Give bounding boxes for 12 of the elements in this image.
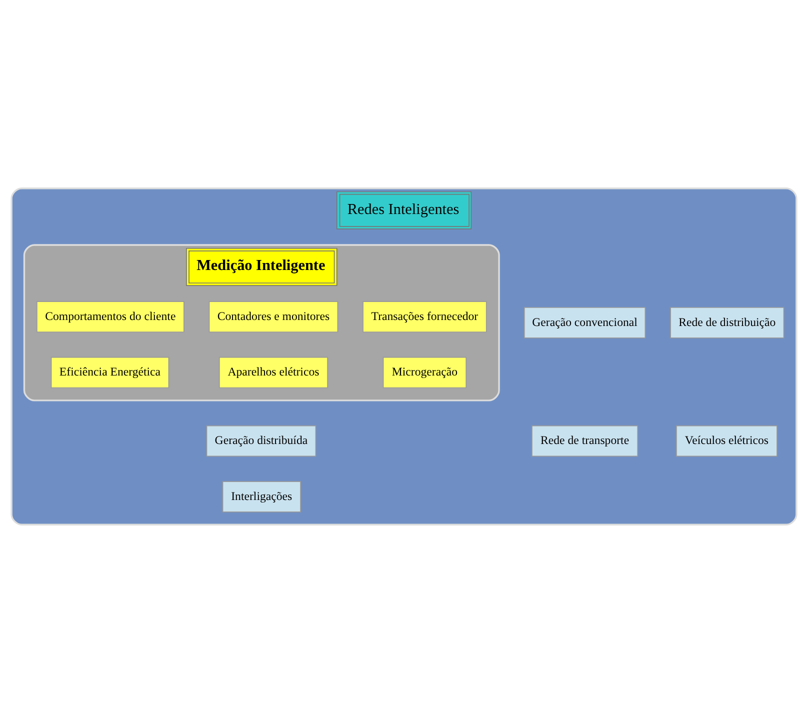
node-box: Comportamentos do cliente [36,301,184,332]
node-box: Interligações [222,481,301,512]
node-box: Aparelhos elétricos [218,356,328,388]
node-box: Rede de transporte [532,425,638,457]
node-box: Microgeração [382,356,467,388]
node-box: Geração distribuída [206,425,316,457]
node-box: Veículos elétricos [676,425,778,457]
node-box: Geração convencional [524,307,646,338]
node-box: Contadores e monitores [208,301,338,332]
node-box: Rede de distribuição [670,307,784,338]
node-box: Transações fornecedor [362,301,487,332]
node-box: Eficiência Energética [50,356,170,388]
